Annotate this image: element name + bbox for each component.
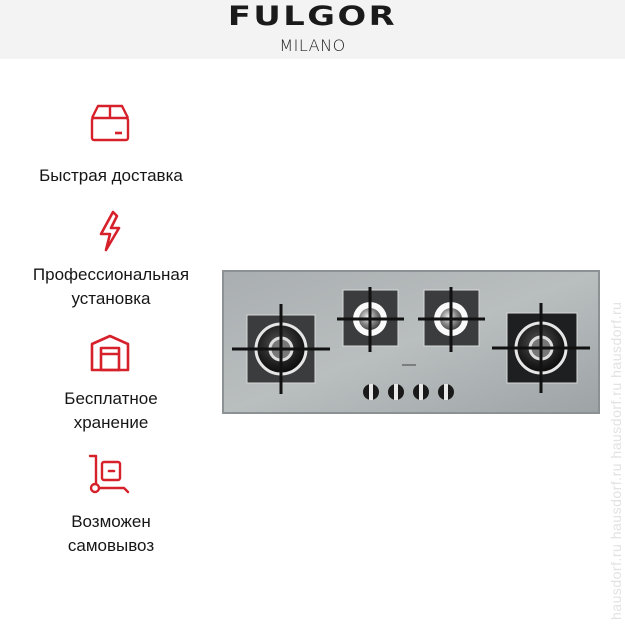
knob-3 — [413, 384, 429, 400]
burner-medium-right — [418, 287, 485, 352]
feature-label: Быстрая доставка — [39, 166, 183, 185]
box-icon — [90, 104, 130, 142]
warehouse-icon — [90, 334, 130, 372]
product-image-gas-hob — [222, 270, 600, 414]
hand-truck-icon — [88, 454, 130, 494]
watermark: hausdorf.ru hausdorf.ru hausdorf.ru haus… — [608, 301, 624, 620]
knob-4 — [438, 384, 454, 400]
burner-large-right — [492, 303, 590, 393]
brand-header: FULGOR MILANO — [0, 0, 625, 59]
burner-medium-left — [337, 287, 404, 352]
feature-label: Возможен самовывоз — [67, 512, 155, 555]
lightning-icon — [99, 210, 121, 252]
knob-1 — [363, 384, 379, 400]
brand-subtitle: MILANO — [279, 36, 346, 55]
burner-large-left — [232, 304, 330, 394]
brand-name: FULGOR — [227, 1, 398, 32]
feature-label: Бесплатное хранение — [64, 389, 158, 432]
knob-2 — [388, 384, 404, 400]
control-knobs — [363, 384, 454, 400]
feature-label: Профессиональная установка — [32, 265, 190, 308]
